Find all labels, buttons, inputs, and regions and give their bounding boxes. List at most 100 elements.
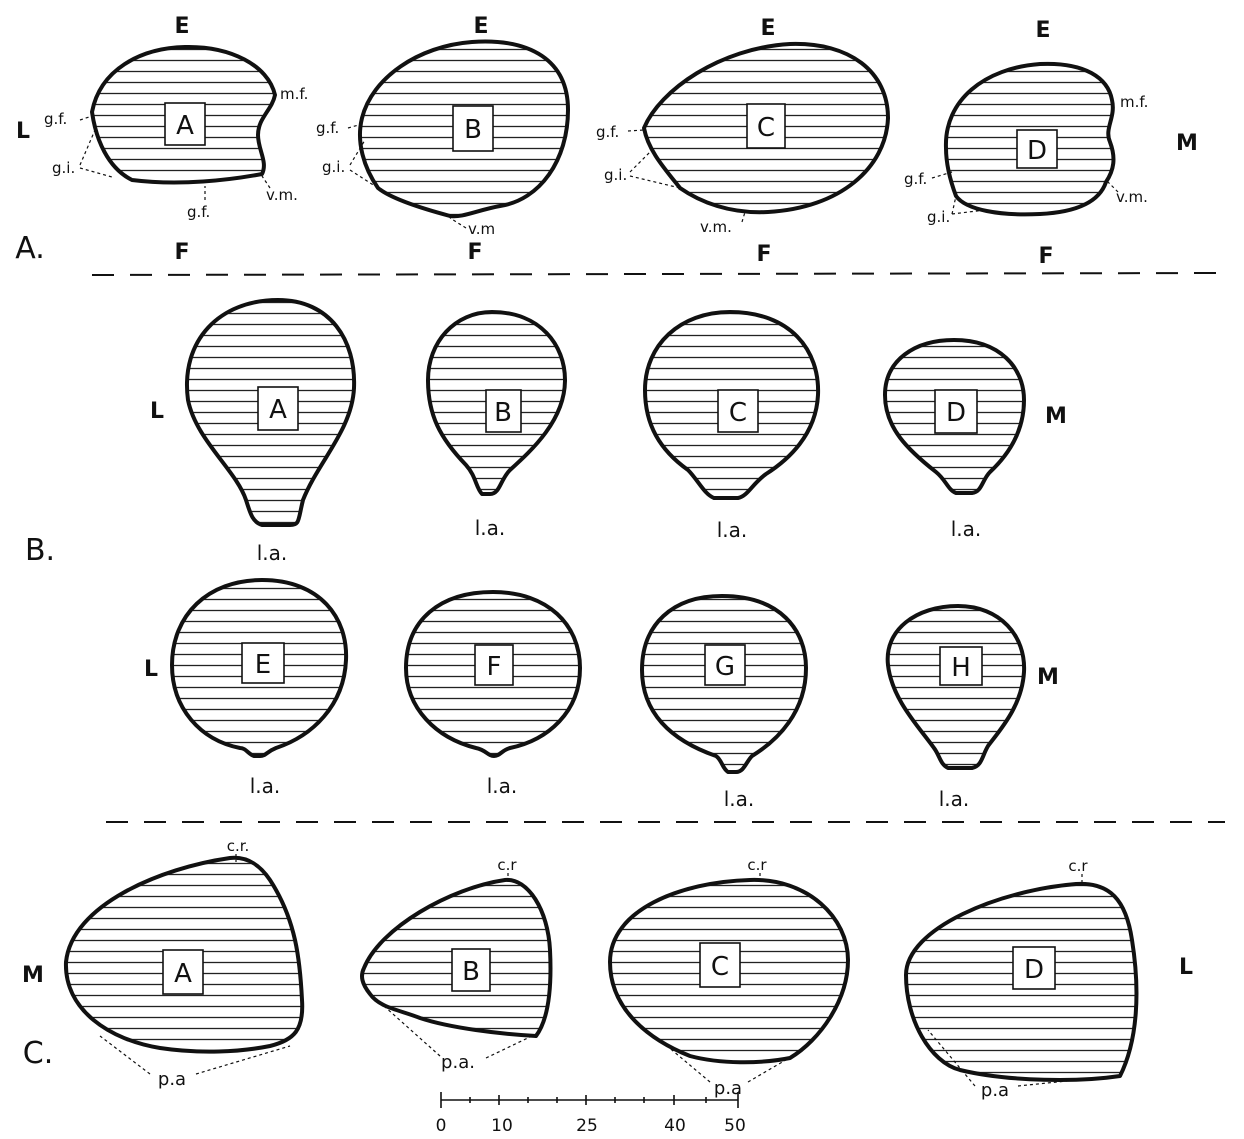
scale-ticks	[440, 1092, 739, 1108]
section-letter-d1: D	[1027, 136, 1047, 166]
section-box-b-b	[485, 389, 522, 433]
label-f-a: F	[174, 240, 189, 265]
section-letter-b-a: A	[269, 395, 287, 425]
scale-bar: 0 10 25 40 50	[436, 1092, 746, 1136]
section-box-b-c	[717, 389, 759, 433]
leader-gf-b1	[347, 123, 363, 129]
annotation-gi-a1: g.i.	[52, 159, 75, 177]
label-la-b-c: l.a.	[717, 518, 748, 542]
row-b: A B C D L M l.a. l.a. l.a. l.a. B. E F G…	[25, 298, 1067, 811]
label-la-b-d: l.a.	[951, 517, 982, 541]
annotation-vm-d1: v.m.	[1116, 188, 1148, 206]
leader-gf-a1	[79, 115, 93, 121]
section-letter-b-c: C	[729, 398, 747, 428]
label-l-row-b-bottom: L	[144, 657, 158, 682]
section-box-c1	[746, 103, 786, 149]
label-f-c: F	[756, 242, 771, 267]
leader-gf-c1	[627, 129, 645, 132]
annotation-mf-a1: m.f.	[280, 85, 308, 103]
section-letter-c-c: C	[711, 952, 729, 982]
label-cr-c-c: c.r	[747, 856, 767, 874]
scale-label-50: 50	[724, 1116, 746, 1136]
label-m-row-a: M	[1176, 131, 1198, 156]
section-letter-c1: C	[757, 113, 775, 143]
label-pa-c-a: p.a	[158, 1069, 186, 1090]
annotation-gi-b1: g.i.	[322, 158, 345, 176]
label-pa-c-b: p.a.	[441, 1052, 475, 1073]
label-pa-c-d: p.a	[981, 1080, 1009, 1101]
section-letter-c-a: A	[174, 959, 192, 989]
leader-gi-a1	[79, 129, 113, 178]
label-e-c: E	[760, 16, 775, 41]
label-e-a: E	[174, 14, 189, 39]
scale-label-40: 40	[664, 1116, 686, 1136]
label-m-row-c: M	[22, 963, 44, 988]
section-box-c-a	[162, 949, 204, 995]
label-l-row-c: L	[1179, 955, 1193, 980]
label-la-b-a: l.a.	[257, 541, 288, 565]
row-label-c: C.	[23, 1036, 53, 1071]
annotation-gf-a1-bottom: g.f.	[187, 203, 210, 221]
section-box-c-d	[1012, 946, 1056, 990]
section-box-d1	[1016, 129, 1058, 169]
section-box-b-h	[939, 646, 983, 686]
section-letter-c-b: B	[462, 957, 480, 987]
label-l-row-a: L	[16, 119, 30, 144]
label-f-b: F	[467, 240, 482, 265]
row-a: A B C D E E E E F F F F L M A. g.f. g.i.…	[15, 14, 1198, 269]
annotation-vm-a1: v.m.	[266, 186, 298, 204]
annotation-gf-d1: g.f.	[904, 170, 927, 188]
section-box-b-f	[474, 644, 514, 686]
label-m-row-b-top: M	[1045, 404, 1067, 429]
label-la-b-h: l.a.	[939, 787, 970, 811]
label-la-b-g: l.a.	[724, 787, 755, 811]
label-la-b-e: l.a.	[250, 774, 281, 798]
scale-label-0: 0	[436, 1116, 447, 1136]
leader-pa-c-b	[383, 1005, 533, 1059]
section-outline-b-h	[885, 604, 1027, 770]
divider-1	[91, 272, 1226, 276]
label-cr-c-a: c.r.	[227, 837, 250, 855]
leader-gi-b1	[349, 139, 379, 189]
annotation-mf-d1: m.f.	[1120, 93, 1148, 111]
label-e-b: E	[473, 14, 488, 39]
row-label-a: A.	[15, 231, 45, 266]
leader-gi-c1	[629, 149, 681, 189]
section-box-b-d	[934, 389, 978, 434]
leader-vm-c1	[741, 211, 746, 223]
leader-pa-c-d	[927, 1029, 1117, 1087]
annotation-gf-a1: g.f.	[44, 110, 67, 128]
section-letter-b-f: F	[487, 652, 502, 682]
section-letter-b1: B	[464, 115, 482, 145]
annotation-gi-d1: g.i.	[927, 208, 950, 226]
label-l-row-b-top: L	[150, 399, 164, 424]
section-box-b-g	[704, 644, 746, 686]
scale-label-25: 25	[576, 1116, 598, 1136]
label-cr-c-b: c.r	[497, 856, 517, 874]
section-letter-b-e: E	[255, 650, 271, 680]
label-e-d: E	[1035, 18, 1050, 43]
annotation-gi-c1: g.i.	[604, 166, 627, 184]
leader-vm-b1	[449, 217, 467, 229]
annotation-vm-c1: v.m.	[700, 218, 732, 236]
leader-pa-c-c	[659, 1039, 797, 1083]
section-letter-b-g: G	[715, 652, 735, 682]
scale-label-10: 10	[491, 1116, 513, 1136]
annotation-gf-b1: g.f.	[316, 119, 339, 137]
section-box-b1	[452, 105, 494, 152]
label-pa-c-c: p.a	[714, 1078, 742, 1099]
scale-minor-ticks	[469, 1097, 707, 1103]
leader-vm-a1	[261, 175, 271, 189]
section-box-a1	[164, 102, 206, 146]
leader-pa-c-a	[99, 1035, 291, 1075]
annotation-vm-b1: v.m	[468, 220, 495, 238]
section-box-c-c	[699, 942, 741, 988]
section-letter-b-b: B	[494, 398, 512, 428]
label-la-b-b: l.a.	[475, 516, 506, 540]
label-la-b-f: l.a.	[487, 774, 518, 798]
leader-vm-d1	[1107, 181, 1119, 193]
section-box-c-b	[451, 948, 491, 992]
row-label-b: B.	[25, 533, 55, 568]
row-c: A B C D M L C. c.r. c.r c.r c.r p.a p.a.…	[22, 837, 1193, 1101]
